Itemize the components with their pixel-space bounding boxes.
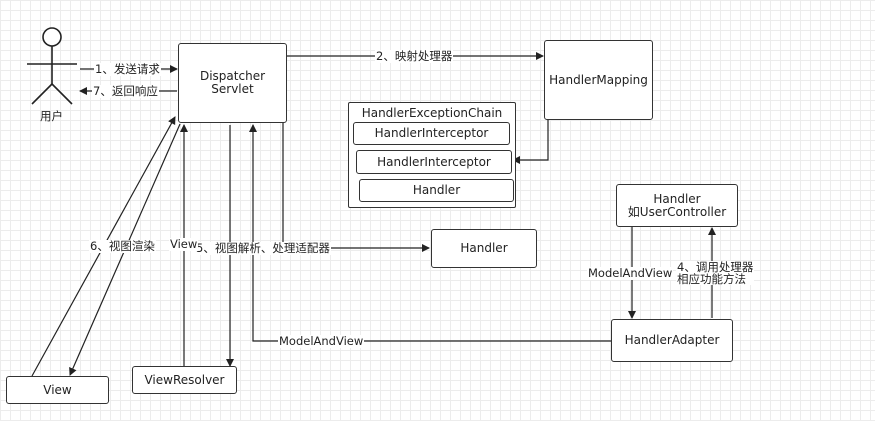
user-actor-icon <box>27 27 77 105</box>
view-node: View <box>6 376 109 404</box>
chain-handler-label: Handler <box>412 183 461 197</box>
map-handler-label: 2、映射处理器 <box>375 49 454 63</box>
handler-controller-label: Handler 如UserController <box>627 191 727 219</box>
return-response-label: 7、返回响应 <box>92 84 159 98</box>
model-and-view-bottom-label: ModelAndView <box>278 334 365 348</box>
model-and-view-right-label: ModelAndView <box>587 266 674 280</box>
view-resolver-node: ViewResolver <box>132 366 237 394</box>
handler-adapter-label: HandlerAdapter <box>624 333 720 347</box>
handler-interceptor-node-2: HandlerInterceptor <box>356 150 512 174</box>
dispatcher-servlet-label: Dispatcher Servlet <box>199 69 266 96</box>
dispatcher-servlet-node: Dispatcher Servlet <box>178 43 287 123</box>
view-resolver-label: ViewResolver <box>144 372 225 387</box>
user-actor-label: 用户 <box>40 109 63 123</box>
view-edge-label: View <box>169 237 199 251</box>
handler-interceptor-label-2: HandlerInterceptor <box>377 154 491 169</box>
handler-exception-chain-title: HandlerExceptionChain <box>361 106 503 120</box>
handler-mapping-node: HandlerMapping <box>544 40 653 120</box>
view-label: View <box>43 382 72 397</box>
mapping-to-chain-arrow <box>512 120 549 164</box>
handler-label: Handler <box>460 241 508 255</box>
handler-controller-node: Handler 如UserController <box>616 184 738 227</box>
render-view-label: 6、视图渲染 <box>89 239 156 253</box>
chain-handler-node: Handler <box>359 179 514 202</box>
invoke-handler-label: 4、调用处理器 相应功能方法 <box>676 260 755 286</box>
handler-mapping-label: HandlerMapping <box>549 72 648 87</box>
model-and-view-return-arrow <box>249 124 611 342</box>
handler-interceptor-label-1: HandlerInterceptor <box>374 126 489 140</box>
send-request-label: 1、发送请求 <box>94 62 161 76</box>
adapter-handler-label: 5、视图解析、处理适配器 <box>195 241 331 255</box>
handler-interceptor-node-1: HandlerInterceptor <box>353 122 510 145</box>
handler-adapter-node: HandlerAdapter <box>611 319 733 362</box>
handler-node: Handler <box>431 229 537 268</box>
